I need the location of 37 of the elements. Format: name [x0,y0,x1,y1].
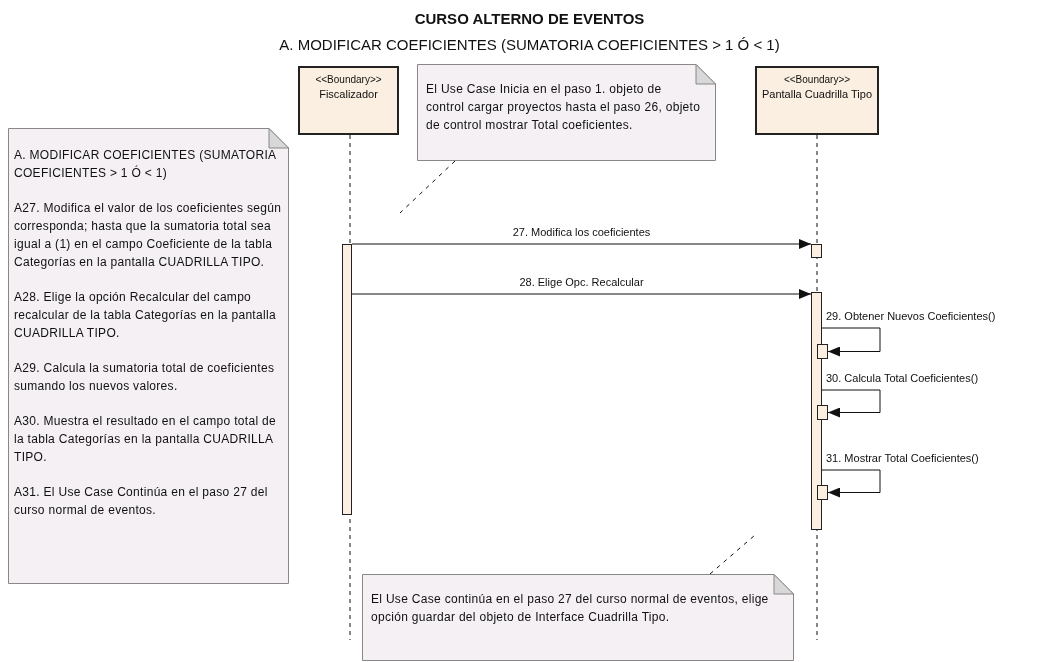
note [417,64,716,161]
leader-line [399,160,456,214]
note-text: A30. Muestra el resultado en el campo total de la tabla Categorías en la pantalla CUADRILLA TIPO. [14,413,277,466]
message-arrow [821,389,881,418]
stereotype-label: <<Boundary>> [315,73,382,87]
lifeline-head-box [298,66,399,135]
activation-bar [811,292,822,530]
note-text: A31. El Use Case Continúa en el paso 27 del curso normal de eventos. [14,484,269,519]
activation-bar [811,244,822,258]
leader-line [709,534,756,575]
activation-bar [817,485,828,500]
activation-bar [817,405,828,420]
message-label: 29. Obtener Nuevos Coeficientes() [826,309,996,324]
note [8,128,289,584]
note-text: A28. Elige la opción Recalcular del campo recalcular de la tabla Categorías en la pantalla CUADRILLA TIPO. [14,289,277,342]
note-text: A27. Modifica el valor de los coeficientes según corresponda; hasta que la sumatoria total sea igual a (1) en el campo Coeficiente de la tabla Categorías en la pantalla CUADRILLA TIPO. [14,200,283,271]
object-name: Fiscalizador [319,87,378,102]
message-label: 28. Elige Opc. Recalcular [519,275,644,290]
message-arrow [821,469,881,498]
message-label: 27. Modifica los coeficientes [512,225,651,240]
diagram-subtitle: A. MODIFICAR COEFICIENTES (SUMATORIA COEFICIENTES > 1 Ó < 1) [279,35,780,55]
note-text: A29. Calcula la sumatoria total de coeficientes sumando los nuevos valores. [14,360,276,395]
message-arrow [821,327,881,357]
note [362,574,794,661]
note-text: El Use Case continúa en el paso 27 del curso normal de eventos, elige opción guardar del objeto de Interface Cuadrilla Tipo. [371,591,770,626]
note-text: A. MODIFICAR COEFICIENTES (SUMATORIA COEFICIENTES > 1 Ó < 1) [14,147,277,182]
message-label: 30. Calcula Total Coeficientes() [826,371,979,386]
message-arrow [351,289,812,299]
activation-bar [342,244,352,515]
stereotype-label: <<Boundary>> [783,73,851,87]
lifeline-head-box [755,66,879,135]
object-name: Pantalla Cuadrilla Tipo [761,87,873,102]
diagram-title: CURSO ALTERNO DE EVENTOS [414,9,645,29]
message-arrow [351,239,812,249]
activation-bar [817,344,828,359]
message-label: 31. Mostrar Total Coeficientes() [826,451,979,466]
note-text: El Use Case Inicia en el paso 1. objeto de control cargar proyectos hasta el paso 26, objeto de control mostrar Total coeficientes. [426,81,702,134]
